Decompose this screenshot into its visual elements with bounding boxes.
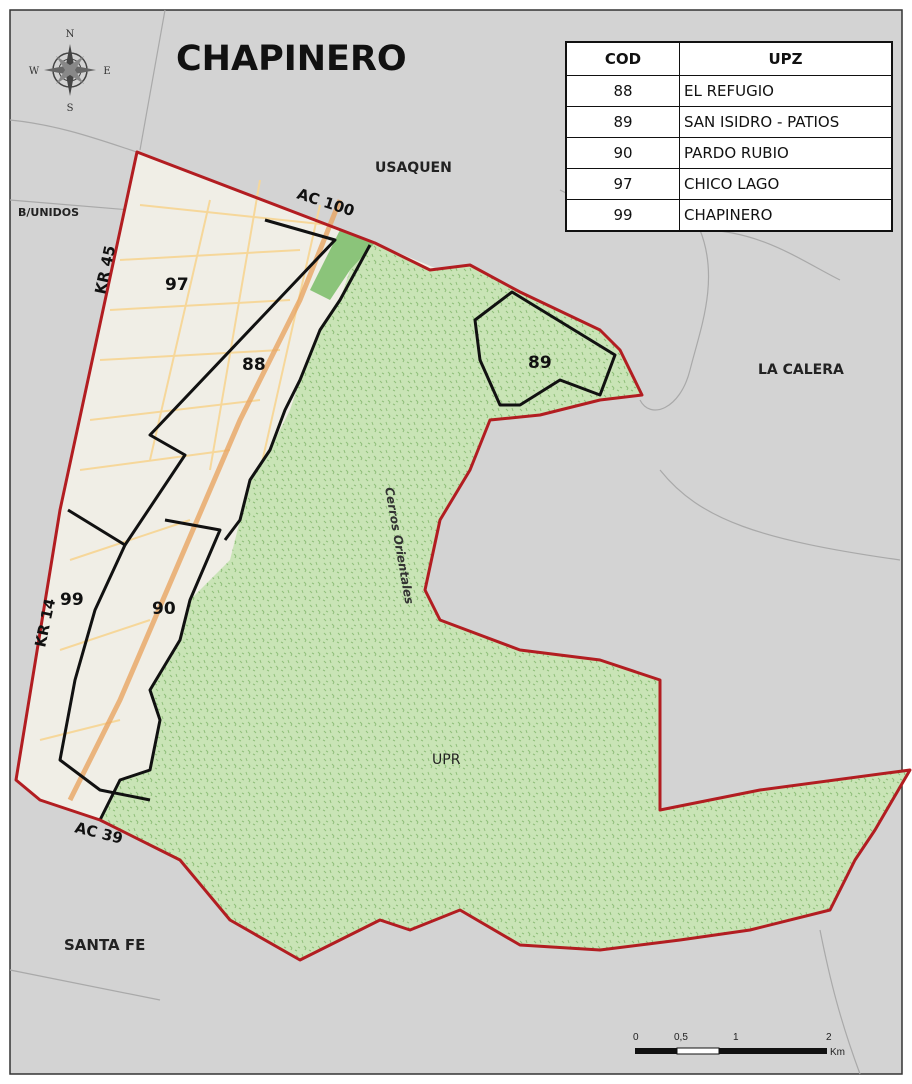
legend-row: 89 SAN ISIDRO - PATIOS bbox=[565, 106, 893, 138]
label-la-calera: LA CALERA bbox=[758, 362, 844, 378]
upz-label-89: 89 bbox=[528, 353, 552, 373]
scale-tick-05: 0,5 bbox=[674, 1032, 688, 1043]
legend-header-upz: UPZ bbox=[679, 41, 893, 76]
legend-row: 88 EL REFUGIO bbox=[565, 75, 893, 107]
upz-label-88: 88 bbox=[242, 355, 266, 375]
compass-w: W bbox=[29, 66, 40, 77]
legend-upz: CHAPINERO bbox=[679, 199, 893, 232]
scale-tick-1: 1 bbox=[733, 1032, 739, 1043]
boundary-90-99 bbox=[58, 544, 151, 802]
legend-cod: 97 bbox=[565, 168, 680, 200]
upz-label-90: 90 bbox=[152, 599, 176, 619]
label-usaquen: USAQUEN bbox=[375, 160, 452, 176]
legend-header-cod: COD bbox=[565, 41, 680, 76]
forest-reserve bbox=[100, 243, 910, 960]
compass-e: E bbox=[103, 66, 110, 77]
compass-icon: N S E W bbox=[29, 29, 111, 114]
legend-upz: PARDO RUBIO bbox=[679, 137, 893, 169]
upz-label-99: 99 bbox=[60, 590, 84, 610]
legend-row: 97 CHICO LAGO bbox=[565, 168, 893, 200]
compass-n: N bbox=[66, 29, 75, 40]
neighbor-roads bbox=[9, 9, 901, 1075]
main-avenue bbox=[67, 199, 343, 802]
upz-label-97: 97 bbox=[165, 275, 189, 295]
legend-upz: CHICO LAGO bbox=[679, 168, 893, 200]
boundary-90 bbox=[98, 518, 222, 821]
scale-tick-0: 0 bbox=[633, 1032, 639, 1043]
boundary-97-88 bbox=[67, 218, 337, 547]
locality-boundary bbox=[14, 150, 912, 962]
legend-cod: 89 bbox=[565, 106, 680, 138]
label-barrios-unidos: B/UNIDOS bbox=[18, 206, 79, 219]
green-strip bbox=[310, 230, 375, 300]
upz-boundaries bbox=[58, 218, 617, 821]
upz-legend-table: COD UPZ 88 EL REFUGIO 89 SAN ISIDRO - PA… bbox=[565, 41, 893, 232]
legend-cod: 99 bbox=[565, 199, 680, 232]
legend-row: 90 PARDO RUBIO bbox=[565, 137, 893, 169]
scale-bar: 0 0,5 1 2 Km bbox=[633, 1032, 845, 1058]
map-title: CHAPINERO bbox=[176, 39, 407, 79]
boundary-89 bbox=[473, 290, 617, 407]
legend-upz: EL REFUGIO bbox=[679, 75, 893, 107]
legend-cod: 90 bbox=[565, 137, 680, 169]
scale-unit: Km bbox=[830, 1047, 845, 1058]
label-upr: UPR bbox=[432, 752, 461, 768]
legend-cod: 88 bbox=[565, 75, 680, 107]
boundary-88-reserve bbox=[223, 244, 372, 541]
scale-tick-2: 2 bbox=[826, 1032, 832, 1043]
legend-row: 99 CHAPINERO bbox=[565, 199, 893, 232]
label-santa-fe: SANTA FE bbox=[64, 936, 145, 954]
legend-upz: SAN ISIDRO - PATIOS bbox=[679, 106, 893, 138]
compass-s: S bbox=[67, 103, 74, 114]
